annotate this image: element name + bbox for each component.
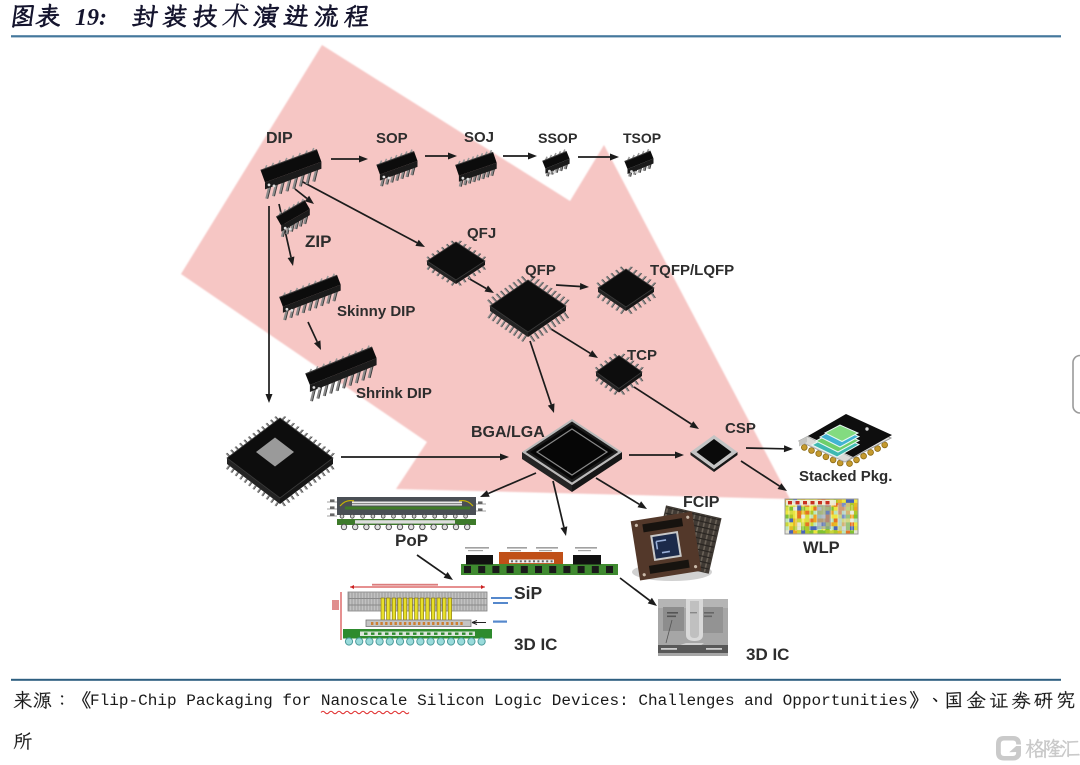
svg-text:TQFP/LQFP: TQFP/LQFP xyxy=(650,262,734,279)
svg-text:Skinny DIP: Skinny DIP xyxy=(337,303,415,320)
svg-text:QFP: QFP xyxy=(525,262,556,279)
svg-text:Shrink DIP: Shrink DIP xyxy=(356,385,432,402)
svg-text:PoP: PoP xyxy=(395,531,428,550)
svg-text:SOP: SOP xyxy=(376,130,408,147)
svg-text:3D IC: 3D IC xyxy=(514,635,557,654)
svg-text:CSP: CSP xyxy=(725,420,756,437)
svg-text:WLP: WLP xyxy=(803,539,840,557)
svg-text:QFJ: QFJ xyxy=(467,225,496,242)
svg-text:TSOP: TSOP xyxy=(623,130,661,146)
svg-text:FCIP: FCIP xyxy=(683,494,720,511)
svg-text:SiP: SiP xyxy=(514,583,543,603)
svg-text:Stacked Pkg.: Stacked Pkg. xyxy=(799,468,892,485)
svg-text:TCP: TCP xyxy=(627,347,657,364)
svg-text:Flip-Chip Packaging for Nanosc: Flip-Chip Packaging for Nanoscale Silico… xyxy=(90,692,908,710)
svg-text:19:: 19: xyxy=(75,5,107,31)
svg-text:SSOP: SSOP xyxy=(538,131,577,147)
svg-text:3D IC: 3D IC xyxy=(746,645,789,664)
svg-text:ZIP: ZIP xyxy=(305,232,331,251)
svg-text:DIP: DIP xyxy=(266,130,293,147)
svg-text:SOJ: SOJ xyxy=(464,129,494,146)
svg-text:BGA/LGA: BGA/LGA xyxy=(471,424,545,441)
